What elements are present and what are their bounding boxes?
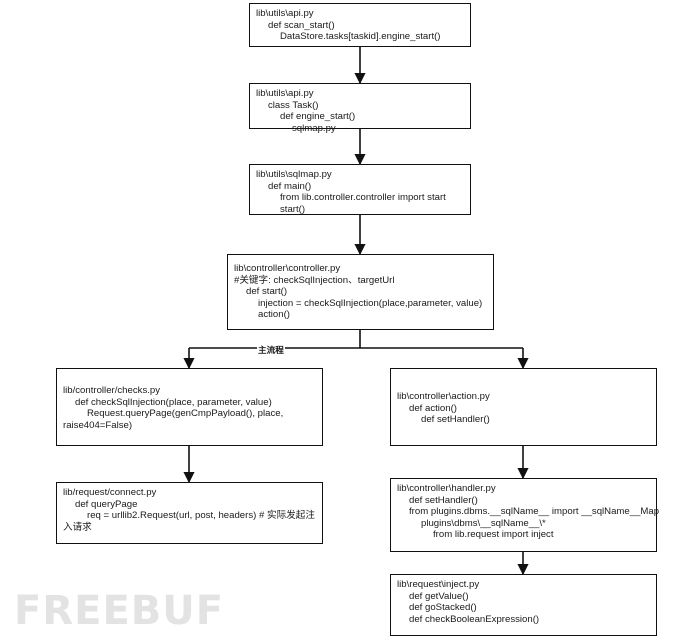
node-line: def action() (409, 402, 457, 414)
node-line: def checkBooleanExpression() (409, 613, 540, 625)
node-line: def engine_start() (280, 111, 356, 123)
node-line: from lib.request import inject (433, 529, 554, 541)
node-line: req = urllib2.Request(url, post, headers… (63, 510, 315, 533)
node-inject: lib\request\inject.py def getValue() def… (390, 574, 657, 636)
node-line: raise404=False) (63, 419, 133, 431)
node-line: DataStore.tasks[taskid].engine_start() (280, 31, 441, 43)
node-api-task: lib\utils\api.py class Task() def engine… (249, 83, 471, 134)
node-line: action() (258, 309, 290, 321)
node-file: lib\utils\sqlmap.py (256, 169, 332, 180)
node-connect: lib/request/connect.py def queryPage req… (56, 482, 323, 544)
node-line: def queryPage (75, 498, 138, 510)
node-line: Request.queryPage(genCmpPayload(), place… (87, 408, 284, 420)
node-file: lib\utils\api.py (256, 8, 314, 19)
node-line: def scan_start() (268, 19, 335, 31)
freebuf-watermark: FREEBUF (14, 588, 225, 634)
node-line: #关键字: checkSqlInjection、targetUrl (234, 274, 395, 286)
node-line: plugins\dbms\__sqlName__\* (421, 517, 546, 529)
node-line: def main() (268, 180, 312, 192)
node-line: def getValue() (409, 590, 469, 602)
node-line: def checkSqlInjection(place, parameter, … (75, 396, 272, 408)
node-file: lib\controller\handler.py (397, 483, 496, 494)
node-file: lib\controller\action.py (397, 391, 490, 402)
main-flow-label: 主流程 (257, 344, 285, 356)
node-line: sqlmap.py (292, 122, 336, 134)
node-sqlmap-main: lib\utils\sqlmap.py def main() from lib.… (249, 164, 471, 215)
node-action: lib\controller\action.py def action() de… (390, 368, 657, 446)
node-file: lib/request/connect.py (63, 487, 157, 498)
node-line: from lib.controller.controller import st… (280, 192, 446, 204)
node-api-scan-start: lib\utils\api.py def scan_start() DataSt… (249, 3, 471, 47)
node-line: class Task() (268, 99, 319, 111)
node-line: def start() (246, 286, 288, 298)
node-line: def setHandler() (421, 414, 490, 426)
node-line: injection = checkSqlInjection(place,para… (258, 297, 483, 309)
node-file: lib\utils\api.py (256, 88, 314, 99)
node-line: def setHandler() (409, 494, 478, 506)
node-handler: lib\controller\handler.py def setHandler… (390, 478, 660, 552)
node-line: start() (280, 203, 306, 215)
node-controller: lib\controller\controller.py #关键字: check… (227, 254, 494, 330)
node-file: lib\controller\controller.py (234, 263, 341, 274)
node-line: def goStacked() (409, 602, 477, 614)
node-file: lib\request\inject.py (397, 579, 480, 590)
node-checks: lib/controller/checks.py def checkSqlInj… (56, 368, 323, 446)
node-line: from plugins.dbms.__sqlName__ import __s… (409, 506, 660, 518)
node-file: lib/controller/checks.py (63, 385, 161, 396)
